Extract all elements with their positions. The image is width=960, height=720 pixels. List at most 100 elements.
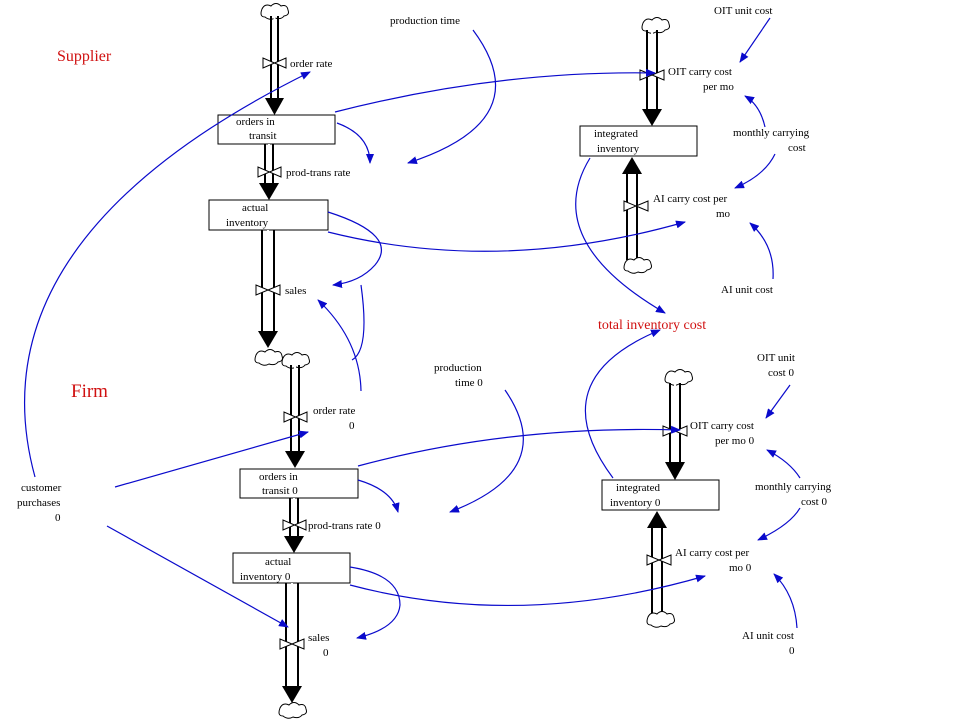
actual-inventory-0-label-2: inventory 0 <box>240 571 291 583</box>
link-oit-to-carry-cost <box>334 68 656 113</box>
prod-trans-rate-0-valve-icon <box>282 519 307 531</box>
orders-in-transit-0-label-1: orders in <box>259 471 298 483</box>
actual-inventory-0-stock[interactable] <box>232 552 351 584</box>
order-rate-valve-icon <box>262 57 287 69</box>
ai-unit-cost-label: AI unit cost <box>721 284 773 296</box>
supplier-sector-label: Supplier <box>57 48 112 65</box>
prod-trans-rate-valve-icon <box>257 166 282 178</box>
prod-trans-rate-label: prod-trans rate <box>286 167 351 179</box>
flow-arrowhead-icon <box>282 686 302 703</box>
monthly-carrying-cost-label-1: monthly carrying <box>733 127 810 139</box>
link-int-inv0-to-total <box>584 329 661 479</box>
link-monthly0-to-oit <box>766 449 801 479</box>
oit-carry-cost-label-2: per mo <box>703 81 734 93</box>
oit-carry-cost-0-label-2: per mo 0 <box>715 435 755 447</box>
ai-carry-cost-0-valve-icon <box>646 554 672 566</box>
sales-0-label-2: 0 <box>323 647 329 659</box>
flow-arrowhead-icon <box>259 183 279 200</box>
flow-arrowhead-icon <box>665 462 685 480</box>
link-ai-to-sales <box>327 211 383 288</box>
ai-carry-cost-0-label-2: mo 0 <box>729 562 752 574</box>
source-cloud-icon <box>281 352 310 369</box>
link-oit0-to-prod-trans <box>357 479 400 513</box>
ai-carry-cost-valve-icon <box>623 200 649 212</box>
link-ai0-to-sales <box>349 566 401 640</box>
flow-arrowhead-icon <box>642 109 662 126</box>
oit-carry-cost-0-label-1: OIT carry cost <box>690 420 754 432</box>
source-cloud-icon <box>623 257 652 274</box>
flow-arrowhead-icon <box>258 331 278 348</box>
order-rate-label: order rate <box>290 58 333 70</box>
production-time-0-label-1: production <box>434 362 482 374</box>
oit-carry-cost-label-1: OIT carry cost <box>668 66 732 78</box>
actual-inventory-label-1: actual <box>242 202 268 214</box>
monthly-carrying-cost-0-label-1: monthly carrying <box>755 481 832 493</box>
orders-in-transit-0-label-2: transit 0 <box>262 485 298 497</box>
integrated-inventory-stock[interactable] <box>579 125 698 157</box>
production-time-label: production time <box>390 15 460 27</box>
ai-unit-cost-0-label-1: AI unit cost <box>742 630 794 642</box>
customer-purchases-label-2: purchases <box>17 497 60 509</box>
link-monthly0-to-ai <box>757 507 801 541</box>
flow-arrowhead-icon <box>622 157 642 174</box>
link-int-inv-to-total <box>575 157 666 314</box>
oit-unit-cost-label: OIT unit cost <box>714 5 772 17</box>
integrated-inventory-0-label-1: integrated <box>616 482 660 494</box>
orders-in-transit-0-stock[interactable] <box>239 468 359 499</box>
ai-carry-cost-label-1: AI carry cost per <box>653 193 728 205</box>
monthly-carrying-cost-0-label-2: cost 0 <box>801 496 827 508</box>
integrated-inventory-label-2: inventory <box>597 143 640 155</box>
link-cust-to-order-rate <box>23 71 311 478</box>
link-oit-to-prod-trans <box>336 122 374 164</box>
order-rate-0-label-1: order rate <box>313 405 356 417</box>
link-cust-to-sales-0 <box>106 525 289 628</box>
link-monthly-to-oit <box>744 95 766 128</box>
firm-sector-label: Firm <box>71 381 108 402</box>
supplier-chain: order rate orders in transit prod-trans … <box>208 3 351 366</box>
sales-valve-icon <box>255 284 281 296</box>
customer-purchases-label-3: 0 <box>55 512 61 524</box>
supplier-integrated-inventory: integrated inventory OIT carry cost per … <box>390 5 810 296</box>
integrated-inventory-label-1: integrated <box>594 128 638 140</box>
firm-integrated-inventory: integrated inventory 0 OIT carry cost pe… <box>434 352 832 657</box>
link-oit0-to-carry-cost <box>357 425 681 467</box>
integrated-inventory-0-label-2: inventory 0 <box>610 497 661 509</box>
ai-carry-cost-label-2: mo <box>716 208 731 220</box>
flow-arrowhead-icon <box>647 511 667 528</box>
order-rate-0-label-2: 0 <box>349 420 355 432</box>
order-rate-0-valve-icon <box>283 411 308 423</box>
link-oit-unit-cost-0 <box>765 384 791 419</box>
link-ai-unit-cost <box>749 222 774 280</box>
source-cloud-icon <box>260 3 289 20</box>
production-time-0-label-2: time 0 <box>455 377 483 389</box>
link-production-time <box>407 29 497 165</box>
flow-arrowhead-icon <box>265 98 284 115</box>
causal-links <box>23 17 801 640</box>
sales-label: sales <box>285 285 306 297</box>
link-ai-unit-cost-0 <box>773 573 798 629</box>
total-inventory-cost-label: total inventory cost <box>598 318 706 333</box>
customer-purchases-label-1: customer <box>21 482 62 494</box>
link-production-time-0 <box>449 389 524 513</box>
prod-trans-rate-0-label: prod-trans rate 0 <box>308 520 381 532</box>
flow-arrowhead-icon <box>284 536 304 553</box>
link-ai0-to-carry-cost <box>349 574 706 607</box>
orders-in-transit-stock[interactable] <box>217 114 336 145</box>
oit-unit-cost-0-label-2: cost 0 <box>768 367 794 379</box>
link-to-sales <box>318 284 365 392</box>
flow-arrowhead-icon <box>285 451 305 468</box>
sink-cloud-icon <box>278 702 307 719</box>
orders-in-transit-label-1: orders in <box>236 116 275 128</box>
actual-inventory-label-2: inventory <box>226 217 269 229</box>
link-cust-to-order-rate-0 <box>114 430 309 488</box>
sales-0-label-1: sales <box>308 632 329 644</box>
orders-in-transit-label-2: transit <box>249 130 277 142</box>
source-cloud-icon <box>664 369 693 386</box>
actual-inventory-stock[interactable] <box>208 199 329 231</box>
integrated-inventory-0-stock[interactable] <box>601 479 720 511</box>
link-monthly-to-ai <box>734 153 776 189</box>
sink-cloud-icon <box>254 349 283 366</box>
link-ai-to-carry-cost <box>327 220 686 252</box>
firm-chain: order rate 0 orders in transit 0 prod-tr… <box>232 352 381 719</box>
oit-unit-cost-0-label-1: OIT unit <box>757 352 795 364</box>
